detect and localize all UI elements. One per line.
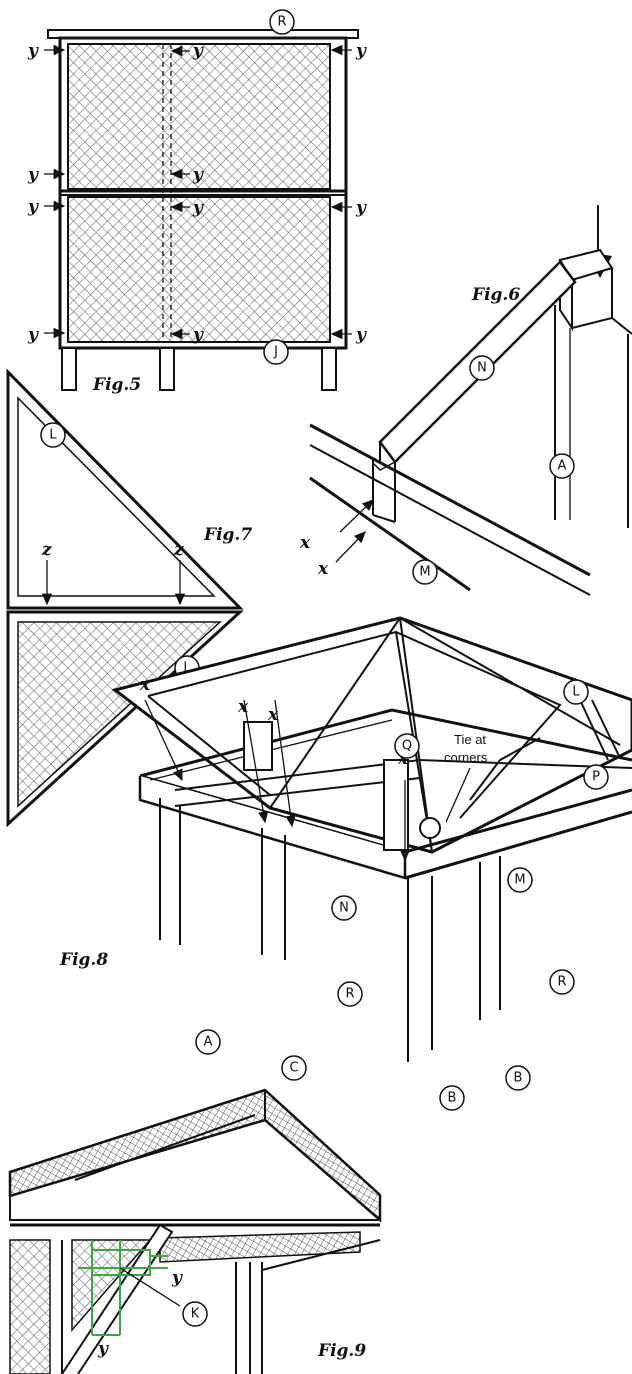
callout-R: R [557, 975, 566, 990]
y-label: y [27, 197, 39, 217]
callout-P: P [592, 770, 600, 785]
z-label: z [173, 540, 184, 560]
callout-circle [269, 9, 295, 35]
x-label: x [237, 697, 249, 717]
callout-N: N [339, 901, 349, 916]
callout-circle [505, 1065, 531, 1091]
fig8-roof-assembly [111, 616, 632, 1062]
fig6-detail [309, 205, 632, 596]
fig9-caption: Fig.9 [317, 1341, 366, 1361]
callout-A: A [204, 1035, 213, 1050]
callout-circle [40, 422, 66, 448]
callout-B: B [514, 1071, 523, 1086]
callout-N: N [477, 361, 487, 376]
callout-R: R [345, 987, 354, 1002]
callout-C: C [289, 1061, 298, 1076]
y-label: y [27, 325, 39, 345]
callout-circle [281, 1055, 307, 1081]
callout-circle [182, 1301, 208, 1327]
callout-Q: Q [402, 739, 412, 754]
callout-circle [331, 895, 357, 921]
callout-circle [394, 733, 420, 759]
z-label: z [41, 540, 52, 560]
callout-circle [263, 339, 289, 365]
y-label: y [27, 165, 39, 185]
y-label: y [355, 198, 367, 218]
callout-L: L [49, 428, 57, 443]
fig5-panel [44, 29, 359, 391]
fig9-corner-detail [8, 1088, 382, 1374]
y-label: y [355, 41, 367, 61]
callout-R: R [277, 15, 286, 30]
callout-circle [563, 679, 589, 705]
y-label: y [192, 165, 204, 185]
callout-circle [549, 969, 575, 995]
fig5-caption: Fig.5 [92, 375, 141, 395]
x-label: x [299, 533, 311, 553]
fig6-caption: Fig.6 [471, 285, 520, 305]
callout-circle [469, 355, 495, 381]
callout-M: M [514, 873, 525, 888]
callout-M: M [419, 565, 430, 580]
y-label: y [27, 41, 39, 61]
tie-note-line1: Tie at [454, 732, 486, 747]
callout-B: B [448, 1091, 457, 1106]
y-label: y [171, 1268, 183, 1288]
callout-J: J [273, 345, 278, 360]
tie-note-line2: corners [444, 750, 488, 765]
callout-circle [337, 981, 363, 1007]
y-label: y [355, 325, 367, 345]
callout-circle [549, 453, 575, 479]
fig7-caption: Fig.7 [203, 525, 252, 545]
x-label: x [139, 675, 151, 695]
y-label: y [97, 1339, 109, 1359]
y-label: y [192, 41, 204, 61]
callout-circle [195, 1029, 221, 1055]
callout-L: L [572, 685, 580, 700]
callout-circle [583, 764, 609, 790]
fig8-caption: Fig.8 [59, 950, 108, 970]
callout-A: A [558, 459, 567, 474]
callout-L: L [183, 661, 191, 676]
y-label: y [192, 325, 204, 345]
y-label: y [192, 198, 204, 218]
callout-circle [439, 1085, 465, 1111]
x-label: x [267, 705, 279, 725]
callout-K: K [191, 1307, 200, 1322]
x-label: x [317, 559, 329, 579]
callout-circle [412, 559, 438, 585]
callout-circle [507, 867, 533, 893]
